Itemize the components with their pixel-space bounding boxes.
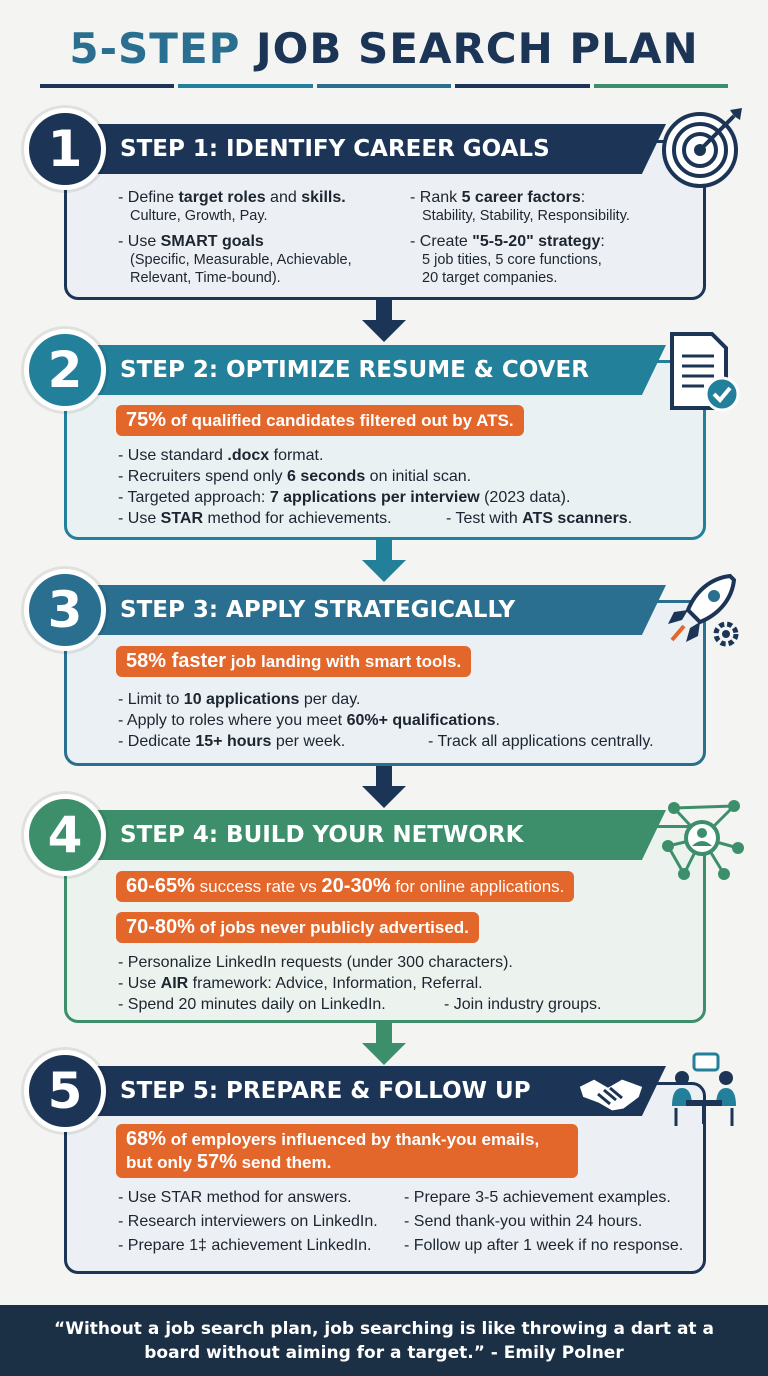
step1-title: STEP 1: IDENTIFY CAREER GOALS bbox=[120, 136, 550, 162]
document-check-icon bbox=[670, 332, 740, 412]
target-icon bbox=[662, 108, 742, 188]
step2-banner: STEP 2: OPTIMIZE RESUME & COVER LETTER bbox=[64, 345, 666, 395]
title-part2: JOB SEARCH PLAN bbox=[256, 24, 699, 73]
step4-badge: 4 bbox=[24, 794, 106, 876]
title-underline bbox=[40, 84, 729, 88]
step3-stat: 58% faster job landing with smart tools. bbox=[116, 646, 472, 677]
quote-banner: “Without a job search plan, job searchin… bbox=[0, 1305, 768, 1376]
arrow-down-icon bbox=[362, 766, 406, 808]
step3-bullet-limit: - Limit to 10 applications per day. bbox=[118, 691, 361, 708]
step2-bullet-ats: - Test with ATS scanners. bbox=[446, 510, 633, 527]
step5-bullet-research: - Research interviewers on LinkedIn. bbox=[118, 1213, 378, 1230]
step5-bullet-thank-you: - Send thank-you within 24 hours. bbox=[404, 1213, 643, 1230]
network-icon bbox=[662, 800, 744, 880]
step5-bullet-follow-up: - Follow up after 1 week if no response. bbox=[404, 1237, 684, 1254]
step4-bullet-linkedin-requests: - Personalize LinkedIn requests (under 3… bbox=[118, 954, 513, 971]
handshake-icon bbox=[576, 1076, 646, 1114]
step4-bullet-daily: - Spend 20 minutes daily on LinkedIn. bbox=[118, 996, 386, 1013]
step2-bullet-recruiters: - Recruiters spend only 6 seconds on ini… bbox=[118, 468, 472, 485]
step4-bullet-groups: - Join industry groups. bbox=[444, 996, 602, 1013]
step4-bullet-air: - Use AIR framework: Advice, Information… bbox=[118, 975, 483, 992]
step5-bullet-star: - Use STAR method for answers. bbox=[118, 1189, 352, 1206]
quote-line1: “Without a job search plan, job searchin… bbox=[54, 1319, 714, 1339]
page-title: 5-STEP JOB SEARCH PLAN bbox=[0, 24, 768, 73]
arrow-down-icon bbox=[362, 1023, 406, 1065]
step1-badge: 1 bbox=[24, 108, 106, 190]
arrow-down-icon bbox=[362, 540, 406, 582]
step3-bullet-track: - Track all applications centrally. bbox=[428, 733, 654, 750]
title-part1: 5-STEP bbox=[69, 24, 241, 73]
step3-badge: 3 bbox=[24, 569, 106, 651]
step2-bullet-targeted: - Targeted approach: 7 applications per … bbox=[118, 489, 571, 506]
step5-bullet-examples: - Prepare 3-5 achievement examples. bbox=[404, 1189, 671, 1206]
step1-bullet-target-roles: - Define target roles and skills. Cultur… bbox=[118, 189, 346, 224]
step3-bullet-qualifications: - Apply to roles where you meet 60%+ qua… bbox=[118, 712, 500, 729]
step1-banner: STEP 1: IDENTIFY CAREER GOALS bbox=[64, 124, 666, 174]
step1-bullet-smart: - Use SMART goals (Specific, Measurable,… bbox=[118, 233, 352, 286]
step3-bullet-hours: - Dedicate 15+ hours per week. bbox=[118, 733, 346, 750]
arrow-down-icon bbox=[362, 300, 406, 342]
step2-badge: 2 bbox=[24, 329, 106, 411]
step4-stat-success-rate: 60-65% success rate vs 20-30% for online… bbox=[116, 871, 575, 902]
step4-stat-hidden-jobs: 70-80% of jobs never publicly advertised… bbox=[116, 912, 479, 943]
rocket-gear-icon bbox=[668, 573, 739, 647]
step5-title: STEP 5: PREPARE & FOLLOW UP bbox=[120, 1078, 531, 1104]
step2-bullet-star: - Use STAR method for achievements. bbox=[118, 510, 392, 527]
step4-banner: STEP 4: BUILD YOUR NETWORK bbox=[64, 810, 666, 860]
step5-badge: 5 bbox=[24, 1050, 106, 1132]
step1-bullet-552: - Create "5-5-20" strategy: 5 job tities… bbox=[410, 233, 605, 286]
step5-banner: STEP 5: PREPARE & FOLLOW UP bbox=[64, 1066, 666, 1116]
step4-title: STEP 4: BUILD YOUR NETWORK bbox=[120, 822, 524, 848]
step2-title: STEP 2: OPTIMIZE RESUME & COVER LETTER bbox=[120, 357, 589, 383]
step3-banner: STEP 3: APPLY STRATEGICALLY bbox=[64, 585, 666, 635]
meeting-icon bbox=[672, 1052, 736, 1126]
step5-bullet-prepare-linkedin: - Prepare 1‡ achievement LinkedIn. bbox=[118, 1237, 372, 1254]
step1-bullet-rank: - Rank 5 career factors: Stability, Stab… bbox=[410, 189, 630, 224]
step3-title: STEP 3: APPLY STRATEGICALLY bbox=[120, 597, 516, 623]
step2-stat: 75% of qualified candidates filtered out… bbox=[116, 405, 524, 436]
step5-stat: 68% of employers influenced by thank-you… bbox=[116, 1124, 578, 1178]
step2-bullet-docx: - Use standard .docx format. bbox=[118, 447, 324, 464]
quote-line2: board without aiming for a target.” - Em… bbox=[144, 1343, 624, 1363]
